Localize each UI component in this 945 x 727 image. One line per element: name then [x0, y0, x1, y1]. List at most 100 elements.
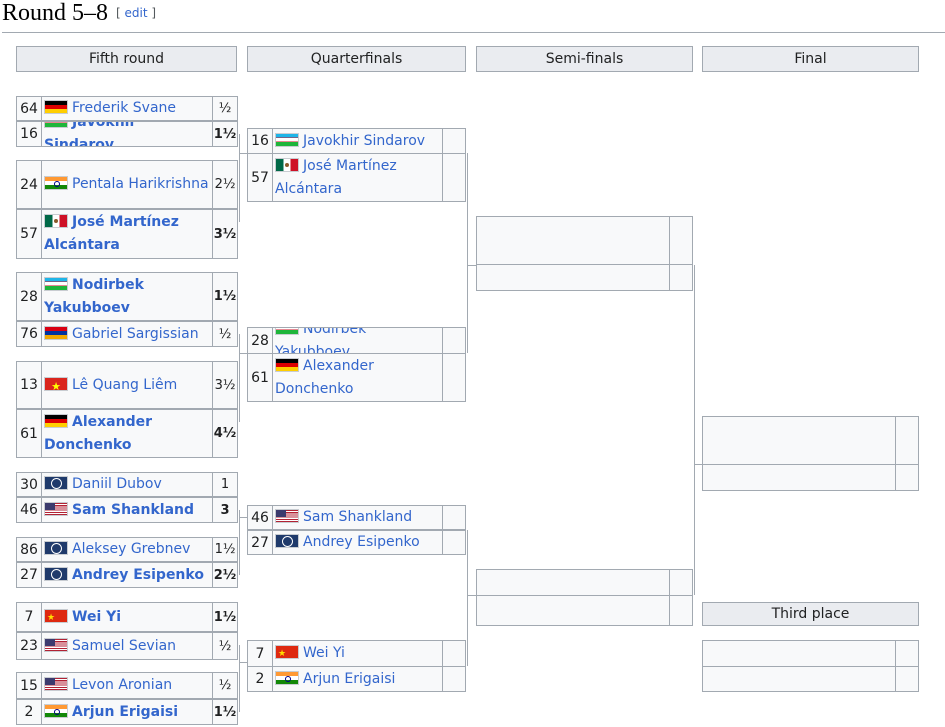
- player-name-link[interactable]: Wei Yi: [303, 645, 345, 661]
- player-name-link[interactable]: Nodirbek Yakubboev: [44, 276, 144, 316]
- player-name-wrap: Frederik Svane: [44, 97, 176, 120]
- player-name-wrap: Sam Shankland: [44, 499, 194, 522]
- player-name-link[interactable]: Aleksey Grebnev: [72, 541, 191, 557]
- player-name-link[interactable]: Sam Shankland: [72, 501, 195, 518]
- empty-row: [476, 216, 693, 265]
- player-name-link[interactable]: José Martínez Alcántara: [275, 157, 397, 197]
- score-cell: 2½: [212, 562, 238, 588]
- player-name-wrap: Aleksey Grebnev: [44, 538, 190, 561]
- flag-uz-icon: [275, 328, 299, 335]
- seed-cell: 24: [16, 160, 42, 209]
- player-cell: Nodirbek Yakubboev: [272, 327, 443, 354]
- score-cell: [442, 666, 466, 692]
- player-name-link[interactable]: Frederik Svane: [72, 100, 177, 116]
- score-cell: [442, 530, 466, 555]
- edit-link[interactable]: edit: [124, 6, 148, 20]
- score-cell: [442, 505, 466, 530]
- bracket-connector: [239, 510, 240, 575]
- score-cell: [442, 153, 466, 202]
- empty-row: [476, 569, 693, 596]
- player-name-wrap: Lê Quang Liêm: [44, 374, 178, 398]
- player-cell: Andrey Esipenko: [41, 562, 213, 588]
- player-name-link[interactable]: Nodirbek Yakubboev: [275, 327, 367, 354]
- flag-uz-icon: [44, 122, 68, 128]
- player-name-link[interactable]: Arjun Erigaisi: [303, 670, 396, 687]
- score-cell: 1½: [212, 121, 238, 147]
- player-name-wrap: Pentala Harikrishna: [44, 173, 209, 196]
- player-cell: Aleksey Grebnev: [41, 537, 213, 562]
- flag-fide-icon: [44, 476, 68, 490]
- empty-name-cell: [476, 595, 670, 626]
- header-semi-finals: Semi-finals: [476, 46, 693, 72]
- score-cell: [442, 128, 466, 154]
- seed-cell: 27: [247, 530, 273, 555]
- player-name-wrap: Nodirbek Yakubboev: [44, 274, 210, 320]
- header-quarterfinals: Quarterfinals: [247, 46, 466, 72]
- player-cell: José Martínez Alcántara: [41, 209, 213, 259]
- seed-cell: 27: [16, 562, 42, 588]
- player-name-link[interactable]: Andrey Esipenko: [303, 534, 420, 550]
- player-name-link[interactable]: Lê Quang Liêm: [72, 376, 178, 393]
- empty-name-cell: [702, 416, 896, 465]
- player-name-link[interactable]: Levon Aronian: [72, 677, 173, 693]
- player-name-link[interactable]: Alexander Donchenko: [275, 357, 374, 397]
- player-name-link[interactable]: Samuel Sevian: [72, 637, 177, 654]
- bracket-connector: [467, 265, 476, 266]
- seed-cell: 86: [16, 537, 42, 562]
- player-name-wrap: Wei Yi: [275, 642, 345, 666]
- empty-name-cell: [476, 569, 670, 596]
- player-name-link[interactable]: José Martínez Alcántara: [44, 214, 179, 253]
- player-name-wrap: Arjun Erigaisi: [275, 668, 395, 691]
- player-cell: Levon Aronian: [41, 672, 213, 699]
- player-name-wrap: Alexander Donchenko: [44, 411, 210, 457]
- empty-row: [702, 416, 919, 465]
- player-row: 46 Sam Shankland: [247, 505, 466, 530]
- score-cell: ½: [212, 321, 238, 347]
- player-name-link[interactable]: Arjun Erigaisi: [72, 703, 179, 720]
- empty-name-cell: [702, 666, 896, 692]
- seed-cell: 7: [16, 602, 42, 632]
- bracket-connector: [467, 153, 468, 353]
- bracket-connector: [467, 595, 476, 596]
- header-fifth-round: Fifth round: [16, 46, 237, 72]
- empty-row: [702, 640, 919, 667]
- flag-mx-icon: [275, 157, 299, 172]
- empty-score-cell: [669, 264, 693, 291]
- header-final: Final: [702, 46, 919, 72]
- score-cell: 4½: [212, 409, 238, 458]
- seed-cell: 46: [247, 505, 273, 530]
- flag-in-icon: [275, 670, 299, 685]
- player-cell: Javokhir Sindarov: [272, 128, 443, 154]
- flag-us-icon: [44, 637, 68, 652]
- player-name-link[interactable]: Alexander Donchenko: [44, 413, 152, 453]
- player-name-link[interactable]: Gabriel Sargissian: [72, 325, 199, 342]
- player-name-wrap: Andrey Esipenko: [275, 531, 420, 554]
- player-name-link[interactable]: Sam Shankland: [303, 509, 413, 525]
- player-name-wrap: Arjun Erigaisi: [44, 701, 178, 724]
- player-name-link[interactable]: Javokhir Sindarov: [303, 132, 426, 149]
- empty-row: [702, 464, 919, 491]
- player-name-link[interactable]: Wei Yi: [72, 608, 122, 625]
- player-name-link[interactable]: Javokhir Sindarov: [44, 121, 137, 147]
- empty-name-cell: [476, 216, 670, 265]
- empty-name-cell: [476, 264, 670, 291]
- player-name-wrap: Wei Yi: [44, 606, 122, 630]
- player-name-link[interactable]: Pentala Harikrishna: [72, 176, 209, 192]
- player-name-link[interactable]: Daniil Dubov: [72, 476, 162, 492]
- flag-cn-icon: [44, 607, 68, 630]
- score-cell: ½: [212, 672, 238, 699]
- player-cell: Arjun Erigaisi: [41, 699, 213, 725]
- player-name-link[interactable]: Andrey Esipenko: [72, 566, 204, 583]
- empty-score-cell: [669, 216, 693, 265]
- player-name-wrap: Gabriel Sargissian: [44, 323, 199, 346]
- bracket-connector: [694, 265, 695, 595]
- player-cell: Alexander Donchenko: [41, 409, 213, 458]
